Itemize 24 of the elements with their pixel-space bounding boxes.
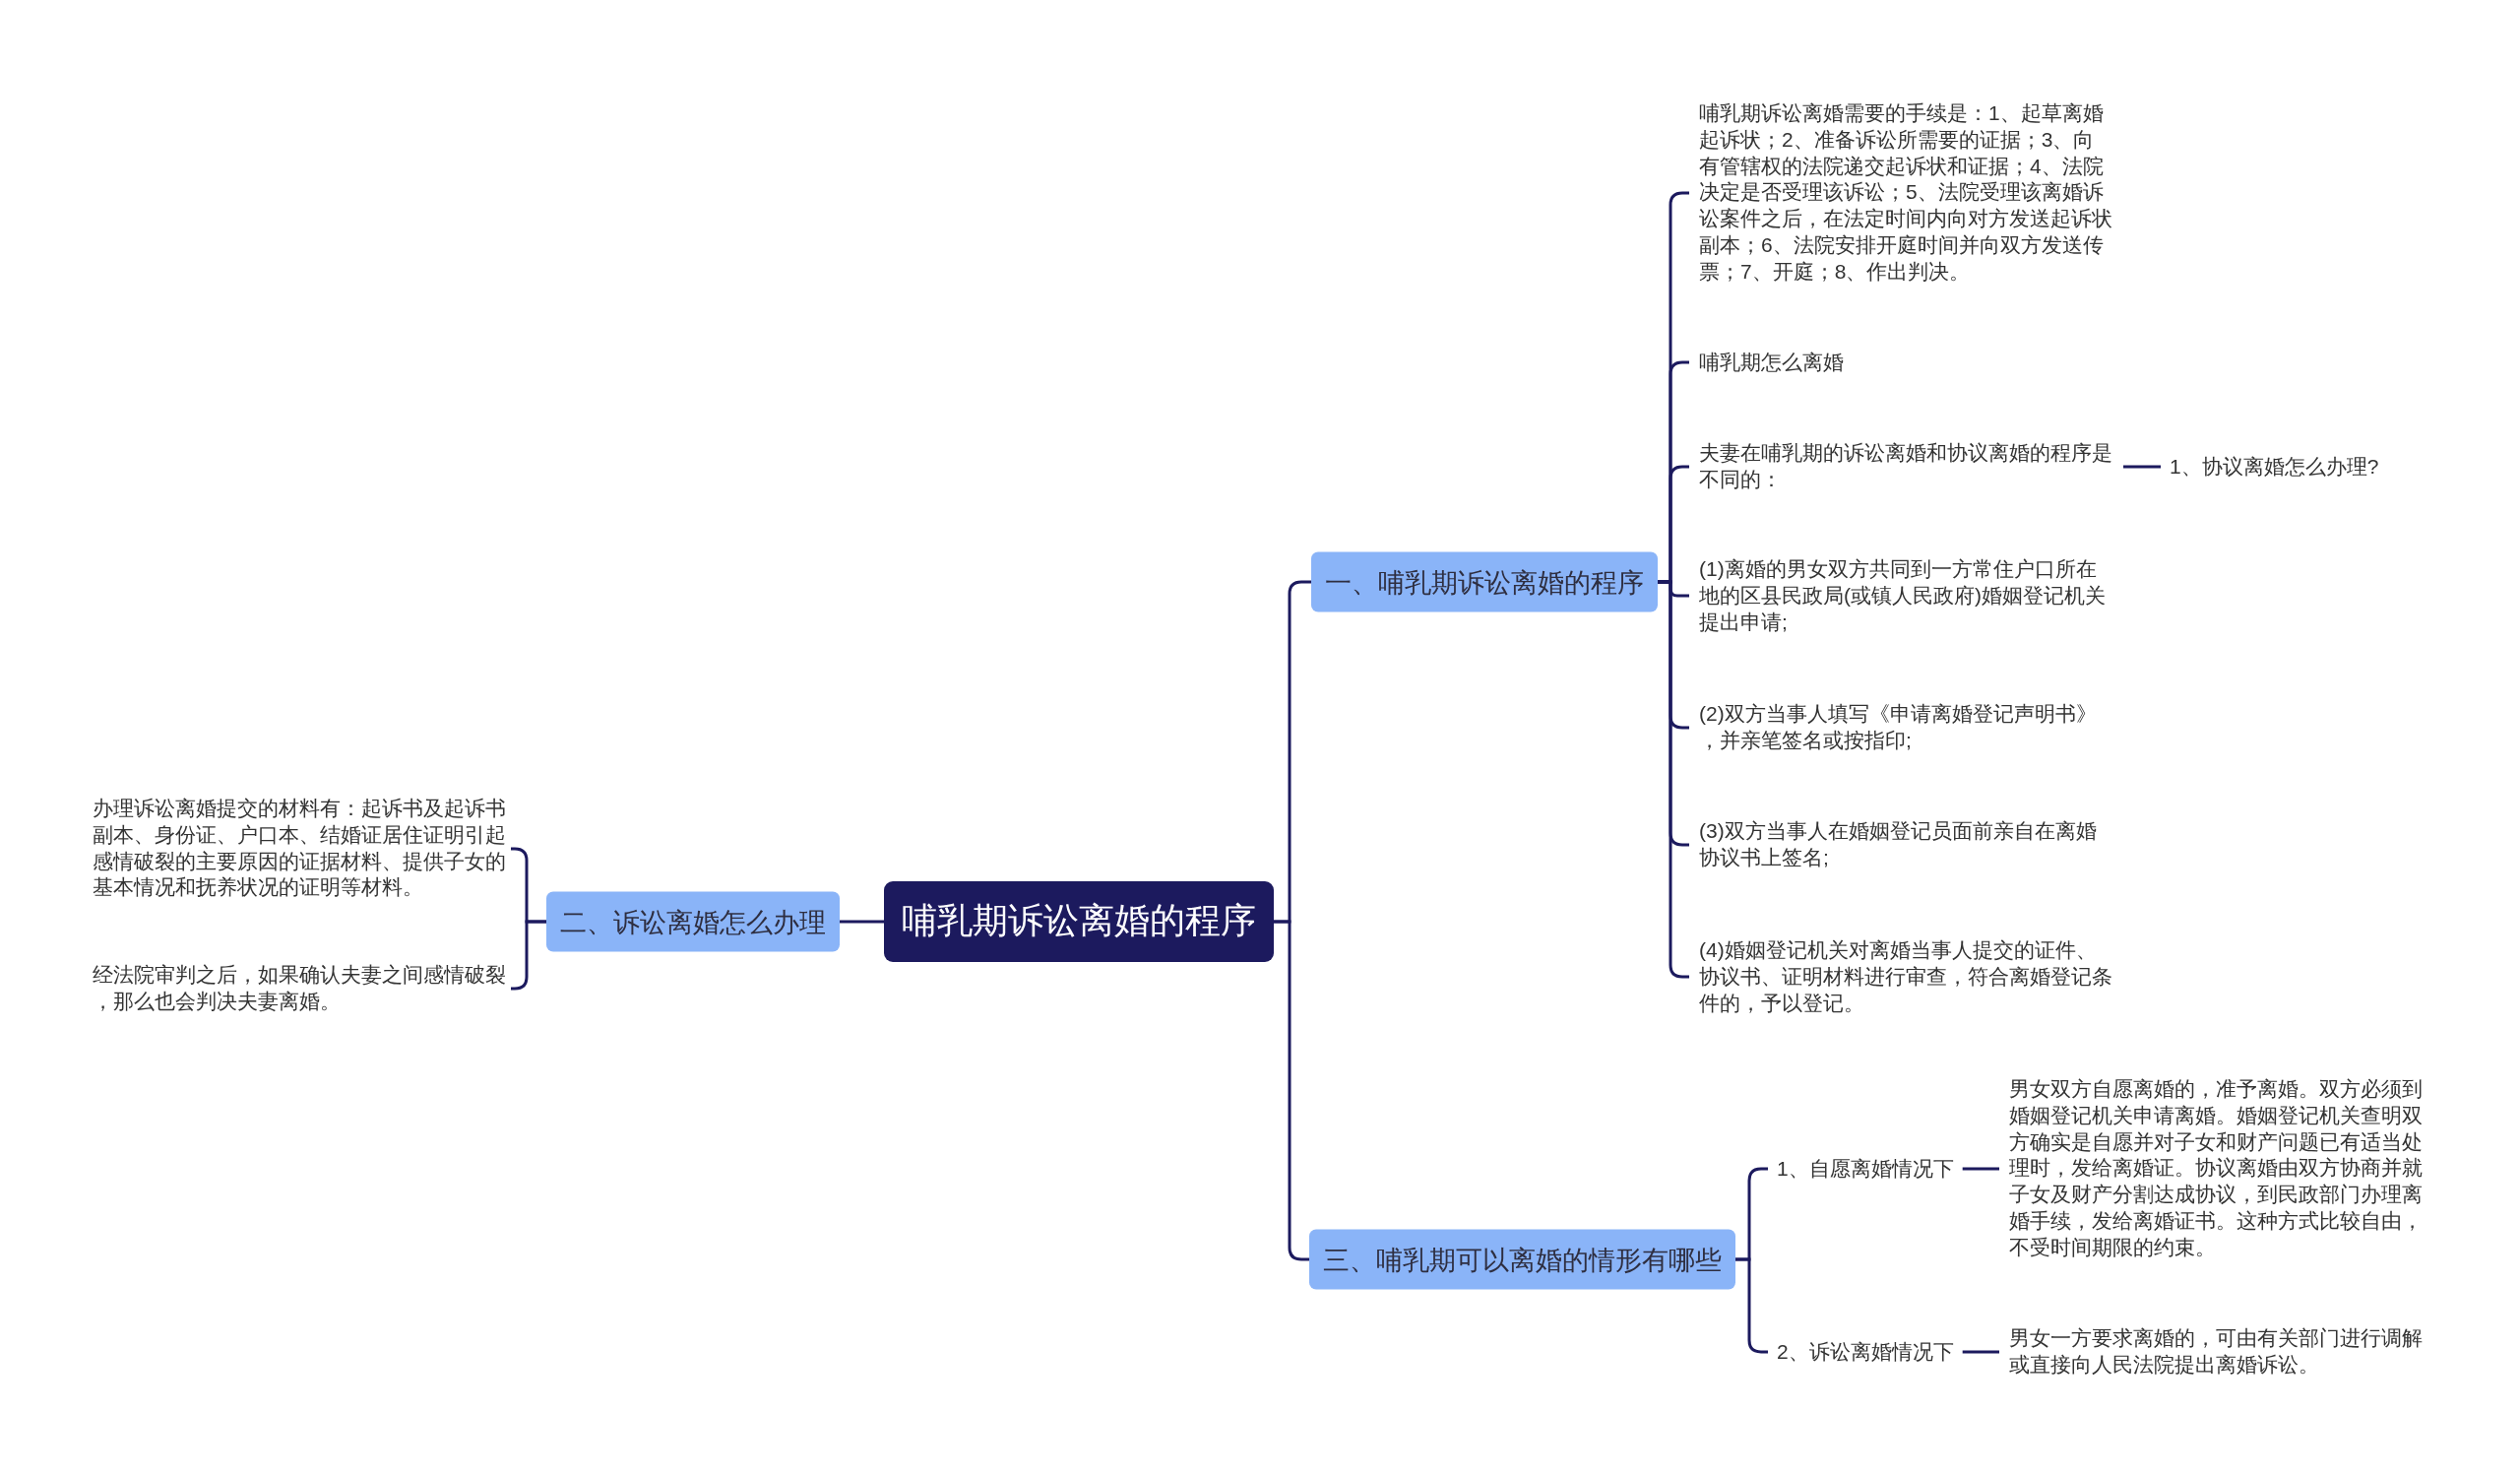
connector-line: [1962, 1167, 1999, 1171]
topic-text: 男女一方要求离婚的，可由有关部门进行调解或直接向人民法院提出离婚诉讼。: [1999, 1325, 2433, 1379]
connector-line: [1274, 920, 1309, 1261]
topic-text: 哺乳期怎么离婚: [1689, 349, 2123, 376]
topic-text: (4)婚姻登记机关对离婚当事人提交的证件、协议书、证明材料进行审查，符合离婚登记条件的，予以登记。: [1689, 936, 2123, 1017]
topic-text: 经法院审判之后，如果确认夫妻之间感情破裂，那么也会判决夫妻离婚。: [83, 962, 511, 1015]
connector-line: [840, 920, 884, 924]
topic-text: (3)双方当事人在婚姻登记员面前亲自在离婚协议书上签名;: [1689, 818, 2123, 871]
topic-box: 二、诉讼离婚怎么办理: [546, 891, 840, 952]
connector-line: [1962, 1350, 1999, 1354]
topic-box: 一、哺乳期诉讼离婚的程序: [1311, 551, 1658, 612]
connector-line: [2123, 465, 2161, 469]
topic-text: (2)双方当事人填写《申请离婚登记声明书》，并亲笔签名或按指印;: [1689, 701, 2123, 754]
topic-text: 办理诉讼离婚提交的材料有：起诉书及起诉书副本、身份证、户口本、结婚证居住证明引起感情破裂的主要原因的证据材料、提供子女的基本情况和抚养状况的证明等材料。: [83, 796, 511, 902]
topic-text: 男女双方自愿离婚的，准予离婚。双方必须到婚姻登记机关申请离婚。婚姻登记机关查明双方确实是自愿并对子女和财产问题已有适当处理时，发给离婚证。协议离婚由双方协商并就子女及财产分割达成协议，到民政部门办理离婚手续，发给离婚证书。这种方式比较自由，不受时间期限的约束。: [1999, 1076, 2433, 1261]
topic-text: 夫妻在哺乳期的诉讼离婚和协议离婚的程序是不同的：: [1689, 440, 2123, 493]
connector-line: [1658, 580, 1689, 979]
root-topic-box: 哺乳期诉讼离婚的程序: [884, 881, 1274, 962]
topic-text: 1、自愿离婚情况下: [1768, 1155, 1963, 1183]
topic-text: 2、诉讼离婚情况下: [1768, 1338, 1963, 1366]
topic-text: 1、协议离婚怎么办理?: [2161, 453, 2388, 481]
topic-text: 哺乳期诉讼离婚需要的手续是：1、起草离婚起诉状；2、准备诉讼所需要的证据；3、向有管辖权的法院递交起诉状和证据；4、法院决定是否受理该诉讼；5、法院受理该离婚诉讼案件之后，在法定时间内向对方发送起诉状副本；6、法院安排开庭时间并向双方发送传票；7、开庭；8、作出判决。: [1689, 100, 2123, 286]
topic-text: (1)离婚的男女双方共同到一方常住户口所在地的区县民政局(或镇人民政府)婚姻登记机关提出申请;: [1689, 555, 2123, 636]
topic-box: 三、哺乳期可以离婚的情形有哪些: [1309, 1229, 1735, 1290]
